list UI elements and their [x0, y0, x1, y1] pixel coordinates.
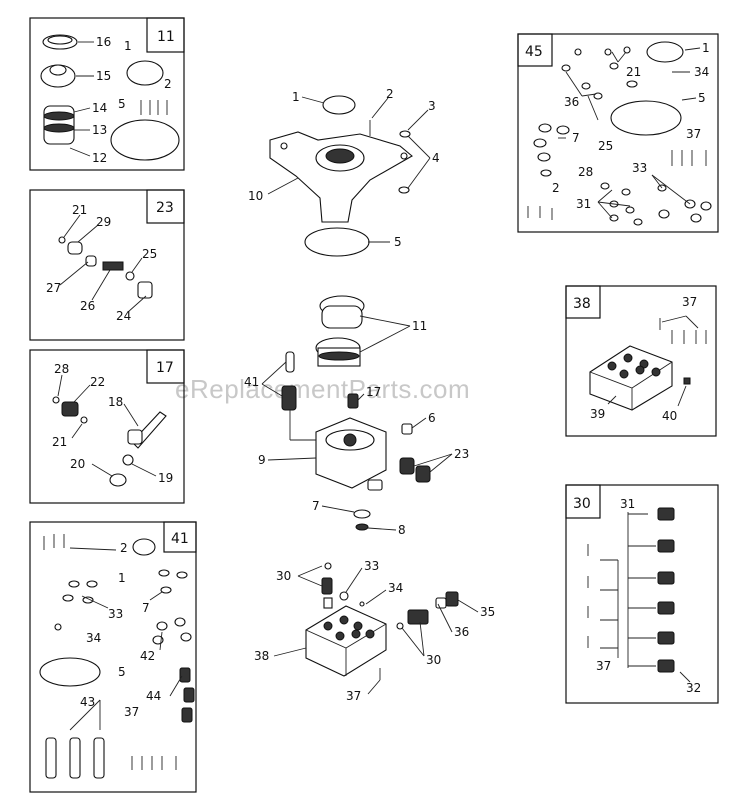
callout-17-22: 22: [90, 375, 105, 389]
kit-number-23: 23: [156, 200, 174, 216]
callout-23-21: 21: [72, 203, 87, 217]
callout-45-33: 33: [632, 161, 647, 175]
callout-17-18: 18: [108, 395, 123, 409]
callout-main-35: 35: [480, 605, 495, 619]
callout-11-16: 16: [96, 35, 111, 49]
callout-23-29: 29: [96, 215, 111, 229]
kit-box-38: 38 37 39 40: [565, 285, 717, 437]
kit-box-17: 17 28 22 18 21 20 19: [29, 349, 185, 504]
callout-main-34: 34: [388, 581, 403, 595]
callout-main-10: 10: [248, 189, 263, 203]
callout-main-38: 38: [254, 649, 269, 663]
kit-box-23: 23 21 29 25 27 26 24: [29, 189, 185, 341]
callout-main-1: 1: [292, 90, 300, 104]
callout-41-42: 42: [140, 649, 155, 663]
callout-11-2: 2: [164, 77, 172, 91]
callout-main-30-a: 30: [276, 569, 291, 583]
kit-number-17: 17: [156, 360, 174, 376]
callout-45-28: 28: [578, 165, 593, 179]
callout-main-41: 41: [244, 375, 259, 389]
callout-41-33: 33: [108, 607, 123, 621]
callout-main-8: 8: [398, 523, 406, 537]
callout-38-40: 40: [662, 409, 677, 423]
callout-17-19: 19: [158, 471, 173, 485]
callout-41-44: 44: [146, 689, 161, 703]
kit-box-41: 41 2 1 33: [29, 521, 197, 793]
callout-main-23: 23: [454, 447, 469, 461]
callout-11-12: 12: [92, 151, 107, 165]
callout-41-5: 5: [118, 665, 126, 679]
callout-41-34: 34: [86, 631, 101, 645]
callout-main-3: 3: [428, 99, 436, 113]
callout-41-2: 2: [120, 541, 128, 555]
callout-11-5: 5: [118, 97, 126, 111]
callout-17-28: 28: [54, 362, 69, 376]
callout-main-36: 36: [454, 625, 469, 639]
callout-11-1: 1: [124, 39, 132, 53]
callout-23-24: 24: [116, 309, 131, 323]
callout-17-21: 21: [52, 435, 67, 449]
callout-main-9: 9: [258, 453, 266, 467]
callout-45-37: 37: [686, 127, 701, 141]
callout-45-1: 1: [702, 41, 710, 55]
callout-11-14: 14: [92, 101, 107, 115]
callout-11-13: 13: [92, 123, 107, 137]
callout-11-15: 15: [96, 69, 111, 83]
callout-main-2: 2: [386, 87, 394, 101]
kit-number-11: 11: [157, 29, 175, 45]
callout-23-26: 26: [80, 299, 95, 313]
callout-45-2: 2: [552, 181, 560, 195]
callout-30-31: 31: [620, 497, 635, 511]
callout-45-34: 34: [694, 65, 709, 79]
callout-41-7: 7: [142, 601, 150, 615]
callout-38-39: 39: [590, 407, 605, 421]
callout-main-7: 7: [312, 499, 320, 513]
callout-45-7: 7: [572, 131, 580, 145]
callout-23-27: 27: [46, 281, 61, 295]
callout-17-20: 20: [70, 457, 85, 471]
callout-main-30-b: 30: [426, 653, 441, 667]
kit-number-45: 45: [525, 44, 543, 60]
callout-main-6: 6: [428, 411, 436, 425]
callout-41-1: 1: [118, 571, 126, 585]
callout-45-25: 25: [598, 139, 613, 153]
callout-main-5: 5: [394, 235, 402, 249]
watermark: eReplacementParts.com: [175, 374, 470, 404]
callout-45-5: 5: [698, 91, 706, 105]
kit-box-45: 45: [517, 33, 719, 233]
callout-38-37: 37: [682, 295, 697, 309]
callout-30-37: 37: [596, 659, 611, 673]
callout-41-37: 37: [124, 705, 139, 719]
callout-45-31: 31: [576, 197, 591, 211]
kit-box-30: 30 31 37 32: [565, 484, 719, 704]
kit-number-38: 38: [573, 296, 591, 312]
callout-45-21: 21: [626, 65, 641, 79]
callout-main-37: 37: [346, 689, 361, 703]
callout-main-4: 4: [432, 151, 440, 165]
kit-number-30: 30: [573, 496, 591, 512]
callout-41-43: 43: [80, 695, 95, 709]
callout-30-32: 32: [686, 681, 701, 695]
callout-main-17: 17: [366, 385, 381, 399]
callout-main-33: 33: [364, 559, 379, 573]
kit-number-41: 41: [171, 531, 189, 547]
callout-23-25: 25: [142, 247, 157, 261]
callout-main-11: 11: [412, 319, 427, 333]
kit-box-11: 11 16 1 15 2 5 14 13 12: [29, 17, 185, 171]
main-assembly: 1 2 3 4 10 5 11 41 17 6 9 23 7 8 30 33 3…: [244, 87, 495, 703]
callout-45-36: 36: [564, 95, 579, 109]
